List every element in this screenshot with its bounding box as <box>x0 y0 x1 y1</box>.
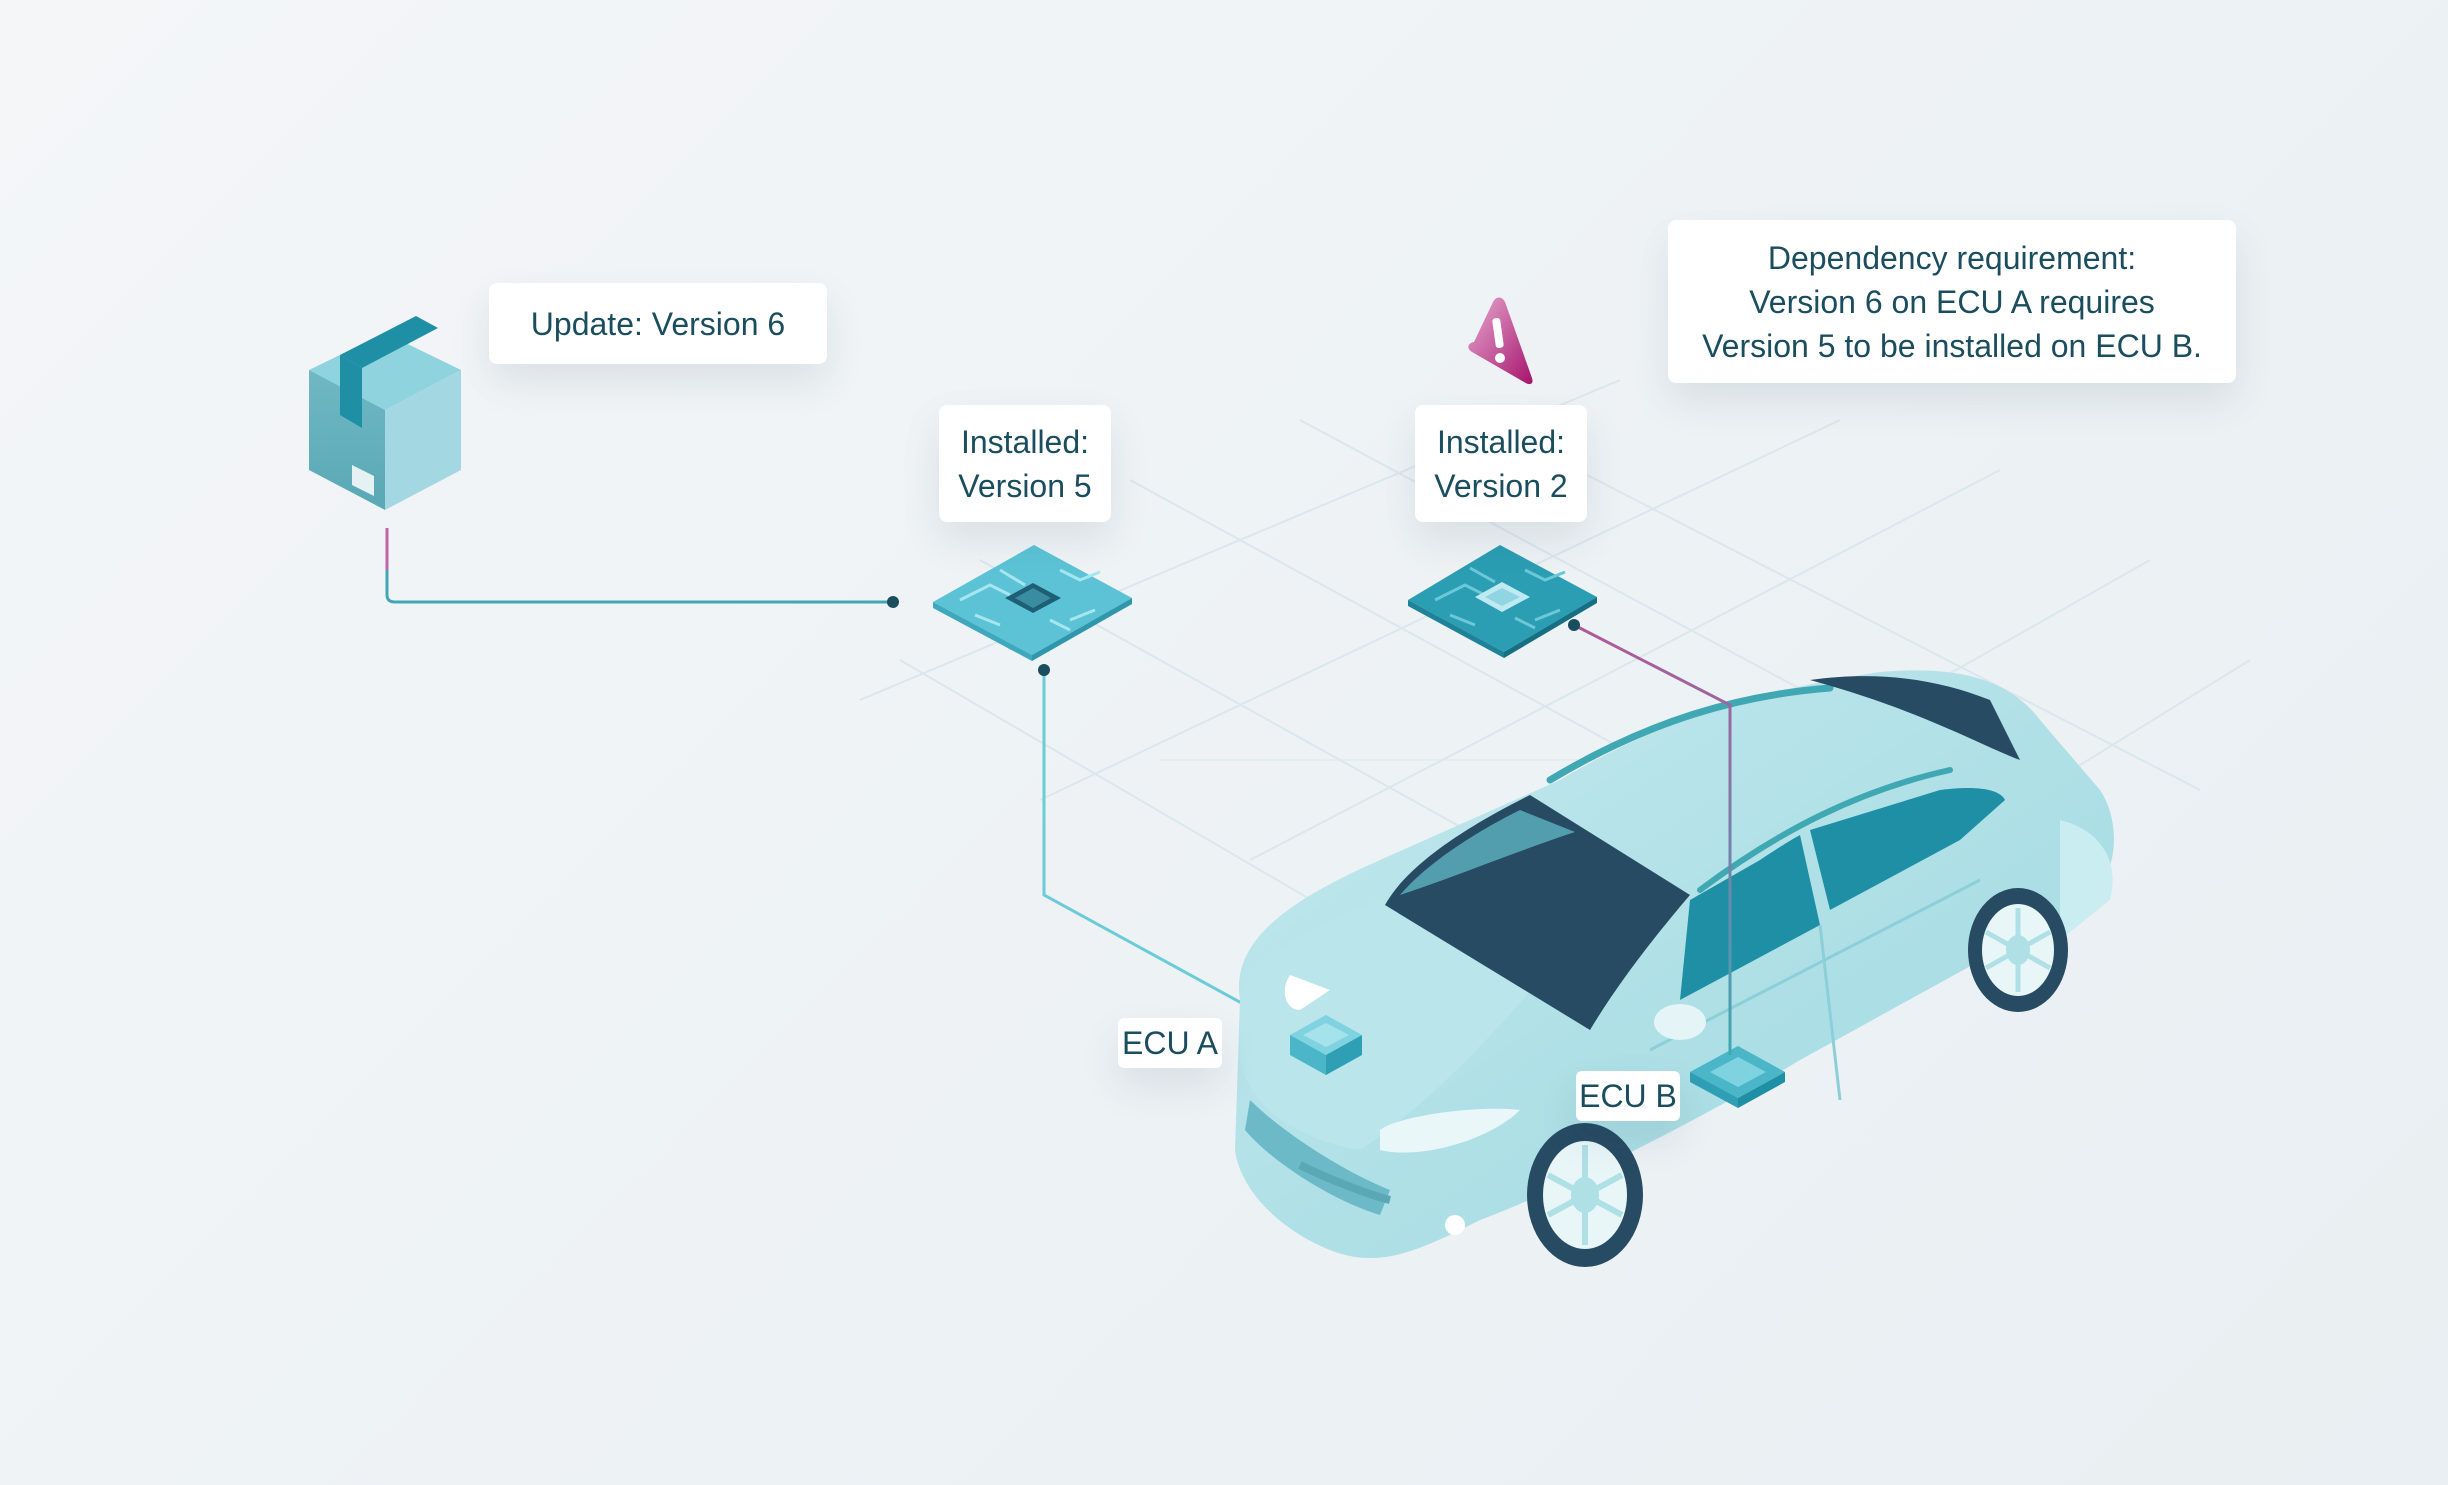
connector-dot <box>887 596 899 608</box>
ecu-b-label: ECU B <box>1576 1071 1680 1121</box>
ecu-a-text: ECU A <box>1121 1025 1219 1061</box>
package-box-icon <box>309 316 461 510</box>
side-window-rear <box>1810 788 2005 910</box>
installed-version-line: Version 5 <box>958 467 1092 504</box>
ecu-a-module <box>1290 1015 1362 1075</box>
ecu-b-text: ECU B <box>1579 1078 1677 1114</box>
installed-label-ecu-a: Installed: Version 5 <box>939 405 1111 522</box>
rear-wheel <box>1968 888 2068 1012</box>
warning-triangle-icon <box>1468 297 1533 385</box>
dependency-requirement-label: Dependency requirement: Version 6 on ECU… <box>1668 220 2236 383</box>
connector-dot <box>1038 664 1050 676</box>
connector-dot <box>1568 619 1580 631</box>
ecu-a-label: ECU A <box>1118 1018 1222 1068</box>
update-version-text: Update: Version 6 <box>530 305 786 342</box>
installed-label-line: Installed: <box>960 423 1090 460</box>
installed-label-line: Installed: <box>1436 423 1566 460</box>
front-wheel <box>1527 1123 1643 1267</box>
connector-board-b-to-ecu-b <box>1573 623 1732 1055</box>
circuit-board-b-icon <box>1408 545 1597 658</box>
update-version-label: Update: Version 6 <box>489 283 827 364</box>
connector-update-to-board-a <box>385 530 893 604</box>
connector-board-a-to-ecu-a <box>1042 670 1301 1037</box>
ecu-b-module <box>1690 1046 1785 1108</box>
dependency-line-2: Version 5 to be installed on ECU B. <box>1702 327 2202 364</box>
dependency-line-1: Version 6 on ECU A requires <box>1749 283 2155 320</box>
installed-label-ecu-b: Installed: Version 2 <box>1415 405 1587 522</box>
rear-window <box>1810 676 2020 760</box>
installed-version-line: Version 2 <box>1434 467 1568 504</box>
dependency-title: Dependency requirement: <box>1767 239 2137 276</box>
circuit-board-a-icon <box>933 545 1132 661</box>
car-illustration <box>1235 670 2114 1267</box>
side-window-front <box>1680 835 1820 1000</box>
